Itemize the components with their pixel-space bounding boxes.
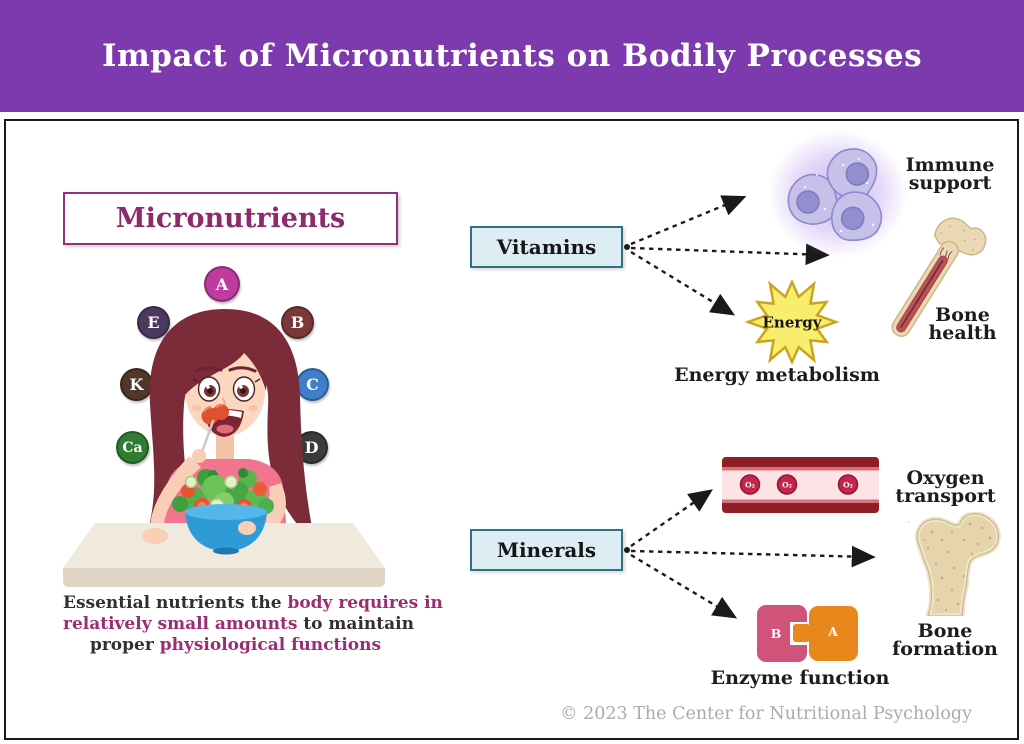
face-features (192, 366, 261, 437)
hand-on-bowl (238, 521, 256, 535)
calcium-label: Ca (122, 439, 143, 456)
svg-text:O₂: O₂ (843, 481, 853, 490)
bone-health-icon (891, 217, 987, 337)
page-title: Impact of Micronutrients on Bodily Proce… (101, 38, 923, 74)
enzyme-a-label: A (827, 624, 838, 639)
svg-text:O₂: O₂ (745, 481, 755, 490)
vitamin-e-badge: E (137, 306, 170, 339)
header-banner: Impact of Micronutrients on Bodily Proce… (0, 0, 1024, 112)
vitamins-box: Vitamins (470, 226, 623, 268)
fork-and-tomato (192, 403, 229, 463)
vitamin-d-label: D (304, 438, 319, 457)
micronutrients-title: Micronutrients (115, 203, 346, 234)
vitamin-a-label: A (215, 274, 229, 294)
immune-cells-icon (787, 148, 883, 241)
minerals-box: Minerals (470, 529, 623, 571)
blood-vessel-icon: O₂ O₂ O₂ (722, 457, 879, 513)
calcium-badge: Ca (116, 431, 149, 464)
vitamin-c-label: C (306, 375, 319, 394)
minerals-box-label: Minerals (496, 538, 597, 562)
label-bone-health: Bone health (928, 304, 997, 344)
label-oxygen-transport: Oxygen transport (895, 467, 996, 507)
vitamin-e-label: E (147, 313, 160, 332)
energy-starburst-icon: Energy (744, 278, 840, 366)
label-enzyme-function: Enzyme function (710, 667, 890, 689)
copyright-notice: © 2023 The Center for Nutritional Psycho… (560, 704, 972, 724)
energy-starburst-label: Energy (763, 314, 823, 332)
enzyme-puzzle-icon: B A (757, 605, 858, 662)
caption-line: relatively small amounts to maintain (63, 614, 414, 634)
vitamin-a-badge: A (204, 266, 240, 302)
elbow (142, 528, 168, 544)
bone-formation-icon (908, 512, 1001, 616)
caption-line: proper physiological functions (89, 635, 382, 655)
label-bone-formation: Bone formation (892, 620, 998, 660)
vitamin-b-label: B (290, 313, 305, 332)
label-energy-metabolism: Energy metabolism (674, 364, 880, 386)
right-arm (150, 456, 201, 537)
vitamin-k-label: K (129, 375, 144, 394)
vitamins-box-label: Vitamins (496, 235, 597, 259)
caption-line: Essential nutrients the body requires in (63, 593, 443, 613)
table-front (63, 568, 385, 587)
micronutrients-title-box: Micronutrients (63, 192, 398, 245)
enzyme-b-label: B (771, 626, 782, 641)
red-blood-cells: O₂ O₂ O₂ (739, 474, 859, 495)
woman-eating-salad-illustration (63, 309, 385, 587)
vitamin-b-badge: B (281, 306, 314, 339)
svg-text:O₂: O₂ (782, 481, 792, 490)
label-immune-support: Immune support (905, 154, 995, 194)
micronutrients-definition: Essential nutrients the body requires in… (63, 593, 443, 656)
vitamin-k-badge: K (120, 368, 153, 401)
